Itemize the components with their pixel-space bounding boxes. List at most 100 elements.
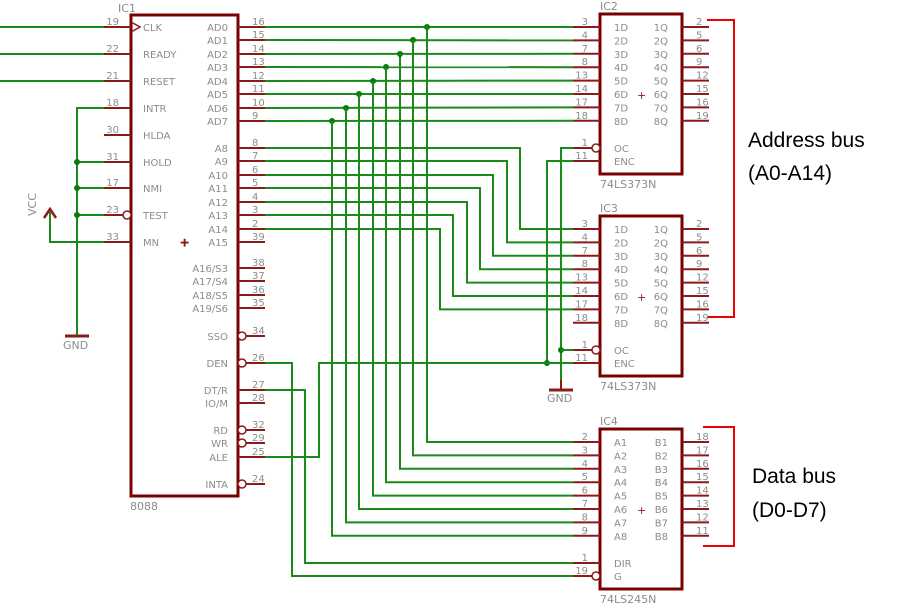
ic2-pin-label-1q: 1Q <box>654 23 668 34</box>
pin-number: 19 <box>696 111 709 122</box>
pin-number: 31 <box>106 152 119 163</box>
pin-number: 14 <box>575 286 588 297</box>
wire-a13-to-ic3 <box>265 214 573 297</box>
pin-number: 1 <box>582 340 588 351</box>
pin-number: 12 <box>696 71 709 82</box>
pin-number: 24 <box>252 474 265 485</box>
ic3-pin-label-3q: 3Q <box>654 252 668 263</box>
pin-number: 37 <box>252 271 265 282</box>
wire-gnd-rail <box>76 107 104 336</box>
ic3-pin-label-8q: 8Q <box>654 319 668 330</box>
pin-number: 11 <box>696 526 709 537</box>
ic3-ref: IC3 <box>600 202 618 215</box>
pin-number: 13 <box>575 273 588 284</box>
pin-number: 6 <box>696 44 702 55</box>
pin-number: 27 <box>252 380 265 391</box>
ic4-pin-label-b7: B7 <box>655 518 668 529</box>
data-bus-label-line1: Data bus <box>752 465 836 488</box>
pin-number: 9 <box>696 259 702 270</box>
ic4-pin-label-a8: A8 <box>614 532 627 543</box>
ic1-pin-label-intr: INTR <box>143 104 167 115</box>
pin-number: 36 <box>252 285 265 296</box>
ic3-pin-label-1d: 1D <box>614 225 628 236</box>
pin-number: 19 <box>106 17 119 28</box>
ic4-pin-label-a2: A2 <box>614 451 627 462</box>
ic2-pin-label-4q: 4Q <box>654 63 668 74</box>
pin-number: 1 <box>582 138 588 149</box>
ic1-ref: IC1 <box>118 2 136 15</box>
ic1-part: 8088 <box>130 500 158 513</box>
ic1-pin-label-den: DEN <box>207 359 229 370</box>
ic1-pin-label-io-m: IO/M <box>205 399 228 410</box>
ic4-ref: IC4 <box>600 415 618 428</box>
ic3-pin-label-6q: 6Q <box>654 292 668 303</box>
pin-number: 8 <box>582 512 588 523</box>
ic4-pin-label-b1: B1 <box>655 438 668 449</box>
ic4: IC474LS245N+2A13A24A35A46A57A68A79A818B1… <box>573 415 709 605</box>
address-bus-label-line1: Address bus <box>748 129 865 152</box>
ic2-pin-label-7q: 7Q <box>654 103 668 114</box>
address-bus-label-line2: (A0-A14) <box>748 162 832 185</box>
pin-number: 12 <box>696 512 709 523</box>
wire-ad4-to-ic4 <box>372 81 573 497</box>
wire-a14-to-ic3 <box>265 228 573 311</box>
ic4-pin-label-b4: B4 <box>655 478 668 489</box>
ic3-part: 74LS373N <box>600 380 656 393</box>
ic1-pin-label-a19-s6: A19/S6 <box>192 304 228 315</box>
ic4-pin-label-g: G <box>614 572 622 583</box>
ic1-pin-label-a10: A10 <box>208 171 228 182</box>
ic4-pin-label-b8: B8 <box>655 532 668 543</box>
pin-number: 25 <box>252 447 265 458</box>
ic2-pin-label-6q: 6Q <box>654 90 668 101</box>
ic3-pin-label-7q: 7Q <box>654 305 668 316</box>
ic3-pin-label-7d: 7D <box>614 305 628 316</box>
ic1-pin-label-rd: RD <box>213 426 228 437</box>
ic3-pin-label-4q: 4Q <box>654 265 668 276</box>
pin-number: 16 <box>696 299 709 310</box>
ic1-pin-label-a17-s4: A17/S4 <box>192 277 228 288</box>
pin-number: 3 <box>252 205 258 216</box>
pin-number: 9 <box>252 111 258 122</box>
pin-number: 2 <box>252 219 258 230</box>
pin-number: 13 <box>575 71 588 82</box>
wire-vcc-to-mn <box>49 212 104 243</box>
ic1-pin-label-nmi: NMI <box>143 184 162 195</box>
ic3-pin-label-3d: 3D <box>614 252 628 263</box>
wire-a12-to-ic3 <box>265 201 573 284</box>
ic1-pin-label-test: TEST <box>142 211 169 222</box>
ic4-pin-label-b3: B3 <box>655 465 668 476</box>
origin-cross: + <box>180 236 189 249</box>
pin-number: 18 <box>696 432 709 443</box>
ic2-pin-label-4d: 4D <box>614 63 628 74</box>
ic1-pin-label-a12: A12 <box>208 198 228 209</box>
ic2-pin-label-2q: 2Q <box>654 36 668 47</box>
junction-dot <box>74 212 80 218</box>
pin-number: 7 <box>582 44 588 55</box>
ic4-pin-label-a1: A1 <box>614 438 627 449</box>
pin-number: 13 <box>696 499 709 510</box>
pin-number: 21 <box>106 71 119 82</box>
ic1-pin-label-ad4: AD4 <box>207 77 228 88</box>
pin-number: 11 <box>252 84 265 95</box>
pin-number: 7 <box>582 499 588 510</box>
ic2-pin-label-1d: 1D <box>614 23 628 34</box>
ic1-pin-label-a13: A13 <box>208 211 228 222</box>
ic1-pin-label-ad0: AD0 <box>207 23 228 34</box>
ic1-pin-label-ad2: AD2 <box>207 50 228 61</box>
wires-layer <box>0 19 735 577</box>
origin-cross: + <box>637 504 646 517</box>
pin-number: 18 <box>106 98 119 109</box>
pin-number: 11 <box>575 151 588 162</box>
ic4-pin-label-b6: B6 <box>655 505 668 516</box>
pin-number: 5 <box>696 232 702 243</box>
inversion-bubble <box>237 425 247 435</box>
ic1-pin-label-ad6: AD6 <box>207 104 228 115</box>
ic3-pin-label-5q: 5Q <box>654 279 668 290</box>
ic3-pin-label-6d: 6D <box>614 292 628 303</box>
wire-oc-to-gnd <box>560 147 573 388</box>
wire-a10-to-ic3 <box>265 174 573 257</box>
pin-number: 34 <box>252 326 265 337</box>
pin-number: 8 <box>252 138 258 149</box>
pin-number: 29 <box>252 433 265 444</box>
ic4-pin-label-a6: A6 <box>614 505 627 516</box>
